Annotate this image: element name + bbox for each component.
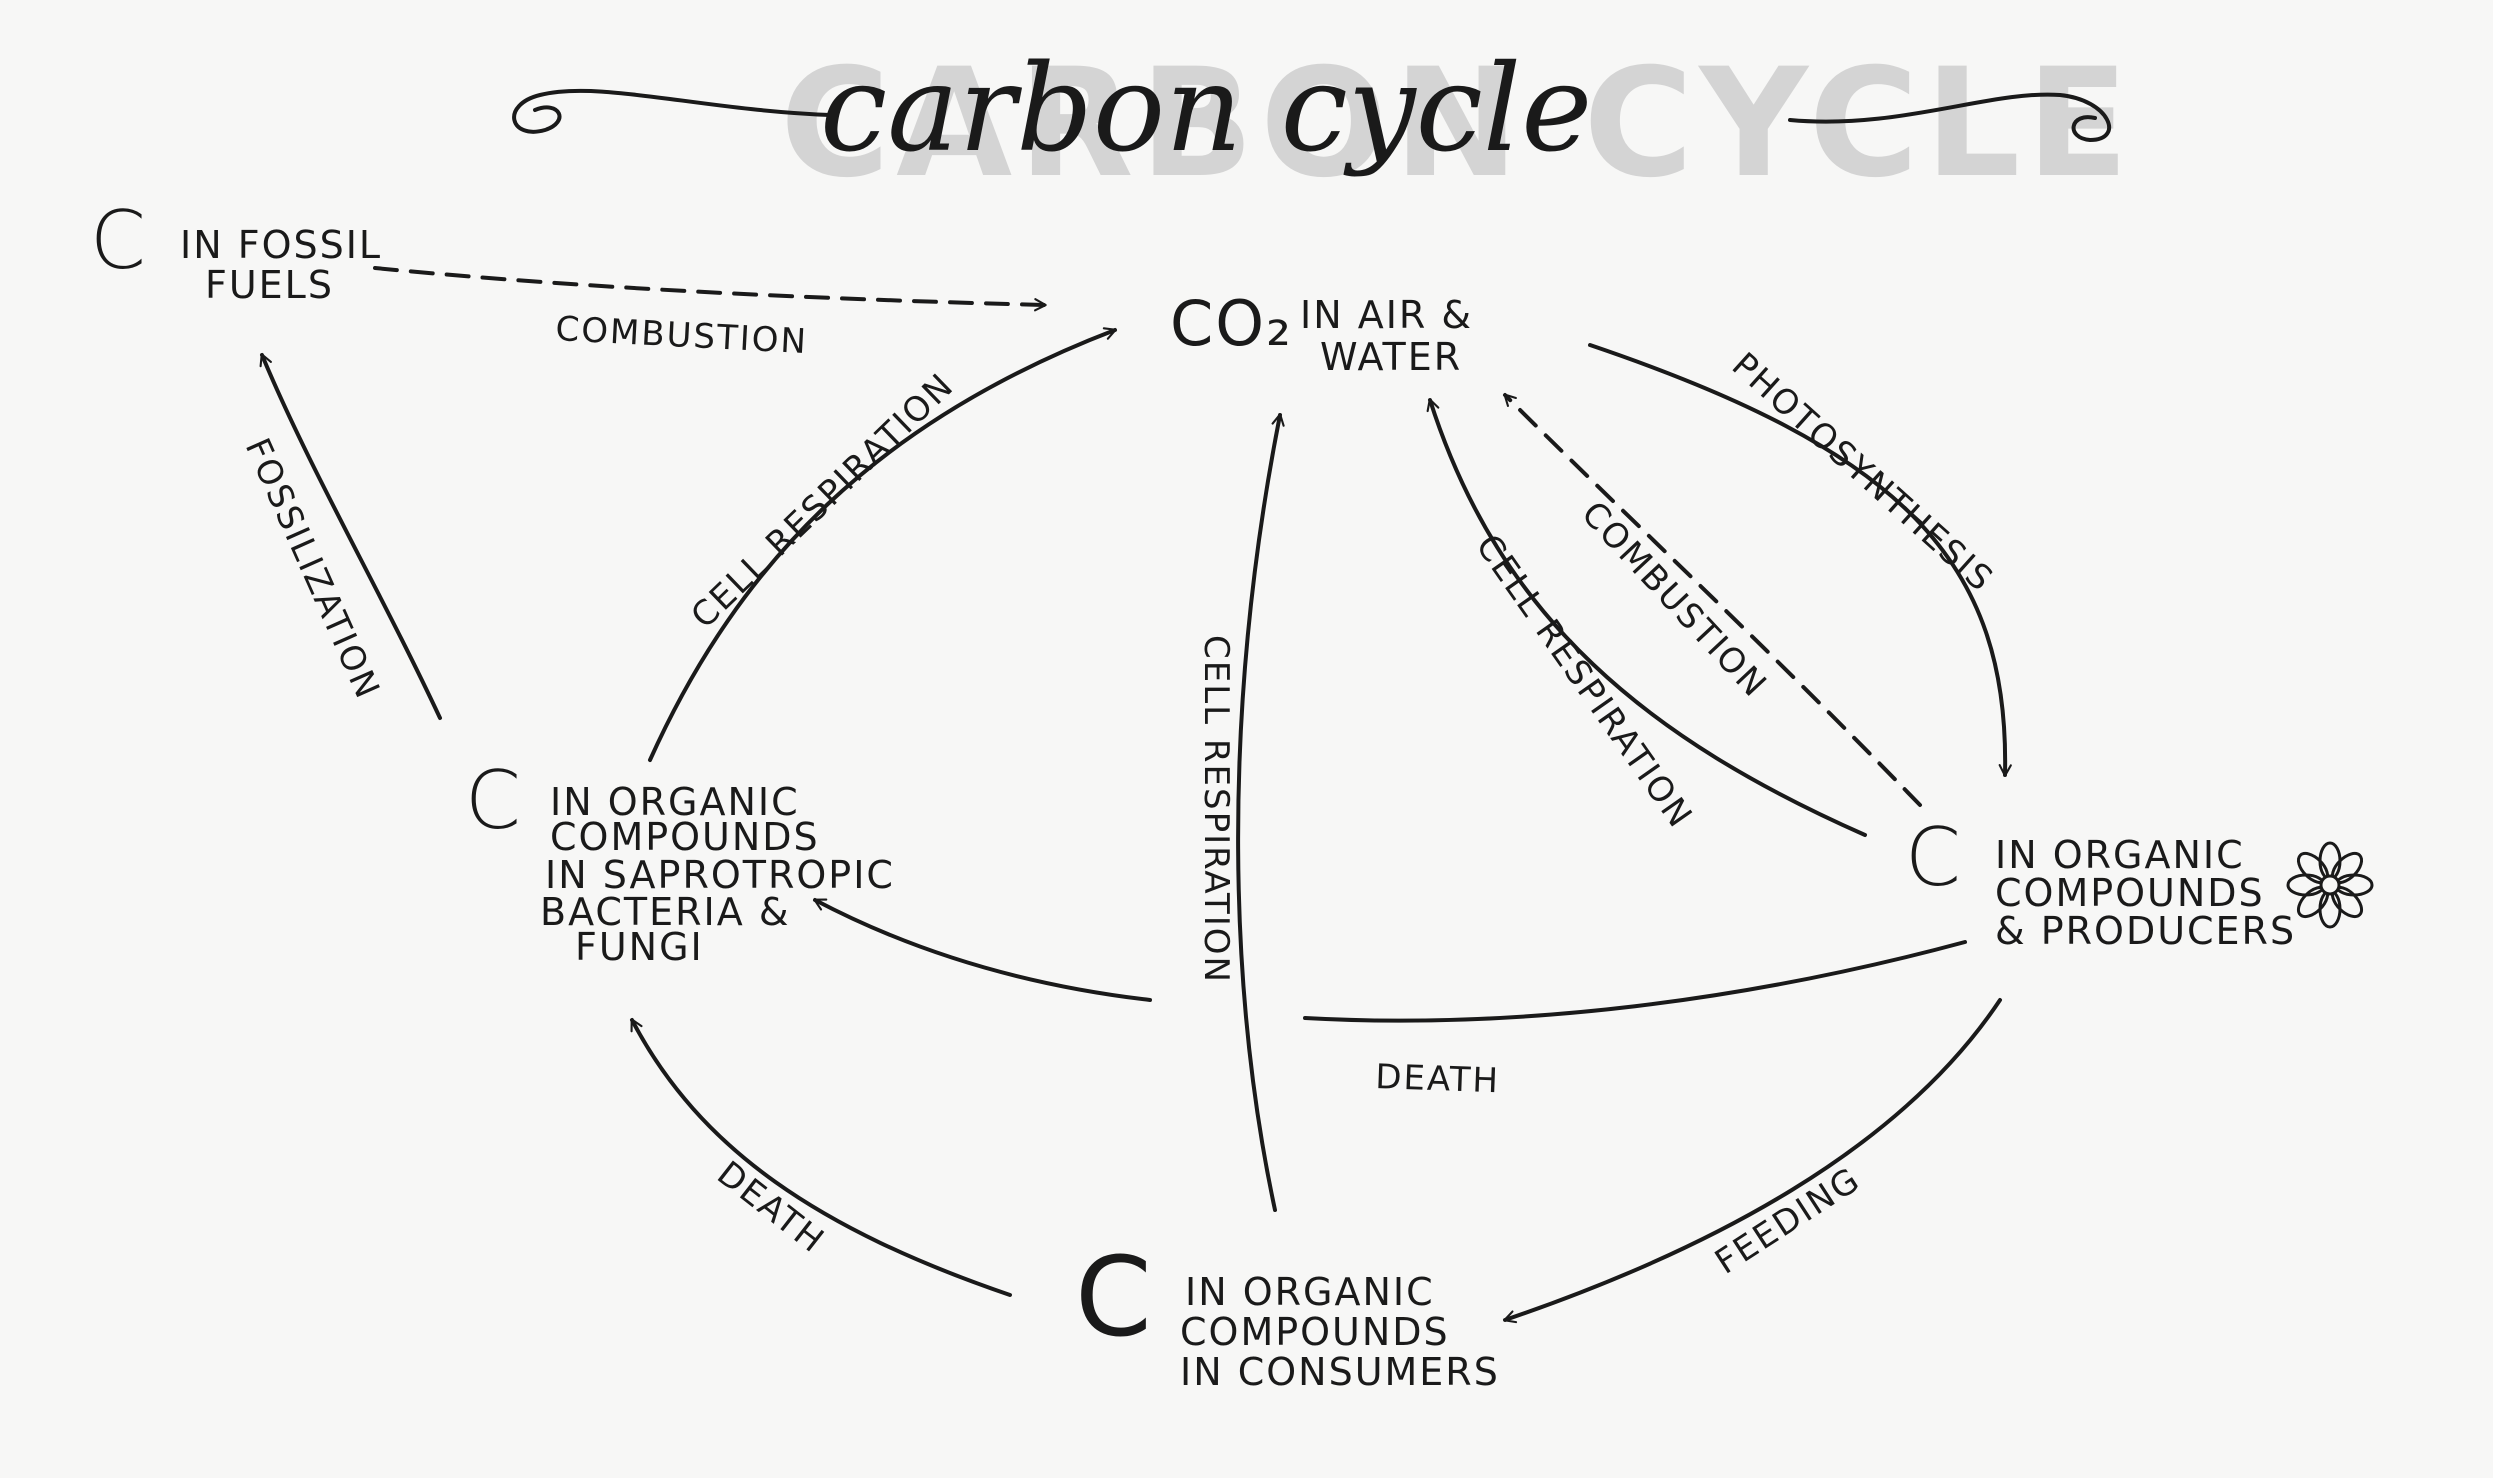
title-ghost: CARBON CYCLE bbox=[780, 37, 2135, 211]
edge-death-producers: DEATH bbox=[813, 898, 1967, 1101]
node-fossil-fuels: C IN FOSSIL FUELS bbox=[90, 194, 382, 307]
sapro-line-1: IN ORGANIC bbox=[550, 780, 800, 824]
node-saprotrophs: C IN ORGANIC COMPOUNDS IN SAPROTROPIC BA… bbox=[465, 754, 895, 969]
producers-line-1: IN ORGANIC bbox=[1995, 833, 2245, 877]
edge-fossilization: FOSSILIZATION bbox=[237, 353, 442, 720]
label-combustion-fossil: COMBUSTION bbox=[555, 309, 809, 362]
label-photosynthesis: PHOTOSYNTHESIS bbox=[1724, 345, 2001, 600]
edge-combustion-fossil: COMBUSTION bbox=[373, 266, 1047, 362]
label-feeding: FEEDING bbox=[1708, 1159, 1868, 1282]
fossil-symbol: C bbox=[90, 194, 146, 287]
flower-icon bbox=[2286, 841, 2374, 929]
consumers-line-2: COMPOUNDS bbox=[1180, 1310, 1450, 1354]
producers-line-2: COMPOUNDS bbox=[1995, 871, 2265, 915]
air-line-2: WATER bbox=[1320, 335, 1462, 379]
edge-death-consumers: DEATH bbox=[630, 1018, 1012, 1297]
sapro-line-5: FUNGI bbox=[575, 925, 704, 969]
consumers-line-3: IN CONSUMERS bbox=[1180, 1350, 1500, 1394]
sapro-line-3: IN SAPROTROPIC bbox=[545, 853, 895, 897]
arrow-cell-resp-consumers bbox=[1236, 413, 1285, 1212]
arrow-combustion-producers bbox=[1503, 393, 1922, 807]
label-cell-resp-consumers: CELL RESPIRATION bbox=[1196, 635, 1236, 984]
arrow-cell-resp-sapro bbox=[648, 327, 1117, 762]
arrow-death-producers bbox=[813, 898, 1152, 1002]
edge-cell-resp-producers: CELL RESPIRATION bbox=[1426, 398, 1867, 837]
sapro-symbol: C bbox=[465, 754, 521, 847]
title-flourish-left bbox=[512, 88, 832, 134]
node-co2-air-water: CO₂ IN AIR & WATER bbox=[1170, 287, 1473, 379]
line-death-producers bbox=[1303, 940, 1967, 1023]
arrow-feeding bbox=[1503, 998, 2002, 1324]
label-cell-resp-sapro: CELL RESPIRATION bbox=[683, 365, 962, 636]
fossil-line-2: FUELS bbox=[205, 263, 334, 307]
label-death-producers: DEATH bbox=[1375, 1057, 1501, 1101]
edge-feeding: FEEDING bbox=[1503, 998, 2002, 1324]
arrow-combustion-fossil bbox=[373, 266, 1047, 312]
producers-line-3: & PRODUCERS bbox=[1995, 909, 2296, 953]
consumers-line-1: IN ORGANIC bbox=[1185, 1270, 1435, 1314]
co2-symbol: CO₂ bbox=[1170, 287, 1293, 360]
title-flourish-right bbox=[1788, 92, 2111, 143]
arrow-photosynthesis bbox=[1588, 343, 2012, 777]
title-script: carbon cycle bbox=[820, 40, 1592, 179]
node-producers: C IN ORGANIC COMPOUNDS & PRODUCERS bbox=[1905, 811, 2296, 953]
arrow-fossilization bbox=[259, 353, 442, 720]
producers-symbol: C bbox=[1905, 811, 1961, 904]
fossil-line-1: IN FOSSIL bbox=[180, 223, 382, 267]
sapro-line-4: BACTERIA & bbox=[540, 890, 790, 934]
arrow-cell-resp-producers bbox=[1426, 398, 1867, 837]
arrow-death-consumers bbox=[630, 1018, 1012, 1297]
edge-cell-resp-consumers: CELL RESPIRATION bbox=[1196, 413, 1285, 1212]
node-consumers: C IN ORGANIC COMPOUNDS IN CONSUMERS bbox=[1075, 1233, 1500, 1394]
edge-cell-resp-sapro: CELL RESPIRATION bbox=[648, 327, 1117, 762]
sapro-line-2: COMPOUNDS bbox=[550, 815, 820, 859]
air-line-1: IN AIR & bbox=[1300, 293, 1473, 337]
title: CARBON CYCLE carbon cycle bbox=[512, 37, 2135, 211]
consumers-symbol: C bbox=[1075, 1233, 1154, 1361]
